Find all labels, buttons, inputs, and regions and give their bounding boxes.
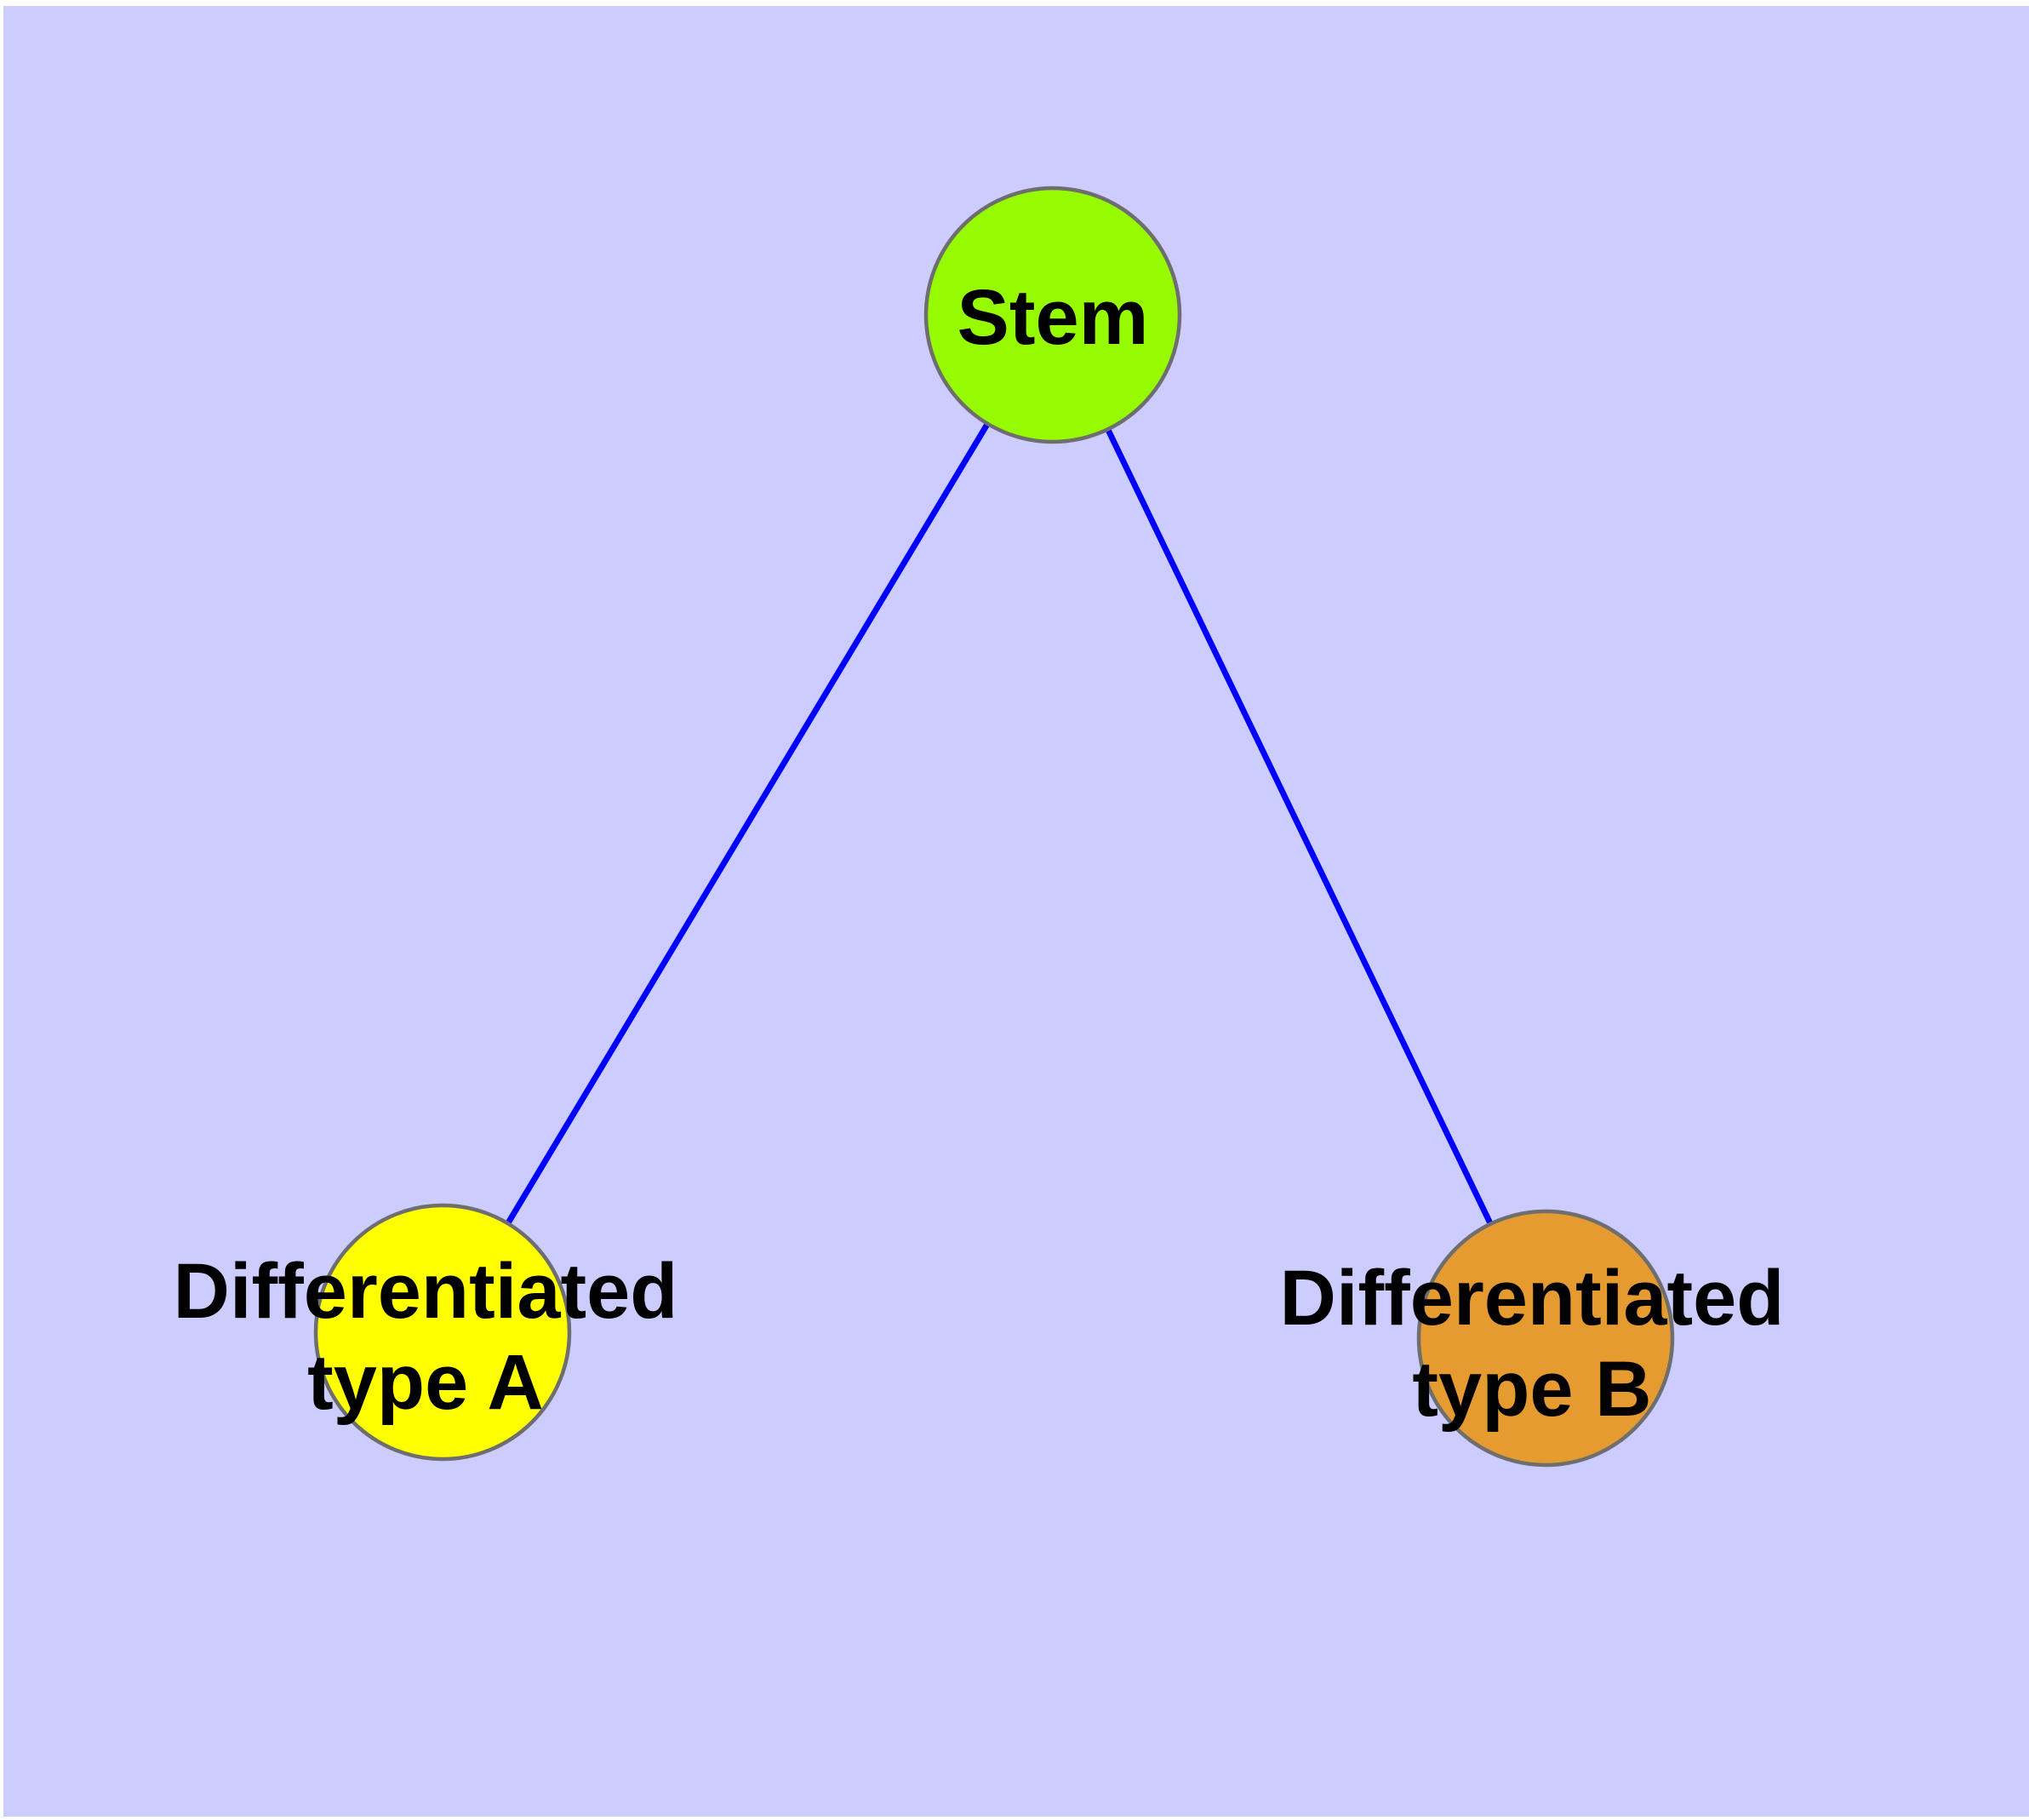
node-type-b-circle (1416, 1209, 1675, 1468)
node-stem-label: Stem (957, 274, 1149, 361)
edge-stem-to-type-a (439, 313, 1056, 1334)
node-type-b-label-line1: Differentiated (1280, 1255, 1785, 1342)
node-stem-circle (923, 186, 1182, 444)
node-type-a-circle (313, 1203, 572, 1462)
node-type-a-label-line1: Differentiated (174, 1248, 678, 1335)
edge-stem-to-type-b (1049, 313, 1549, 1340)
node-type-a-label-line2: type A (307, 1339, 544, 1426)
node-type-b-label-line2: type B (1412, 1346, 1651, 1433)
